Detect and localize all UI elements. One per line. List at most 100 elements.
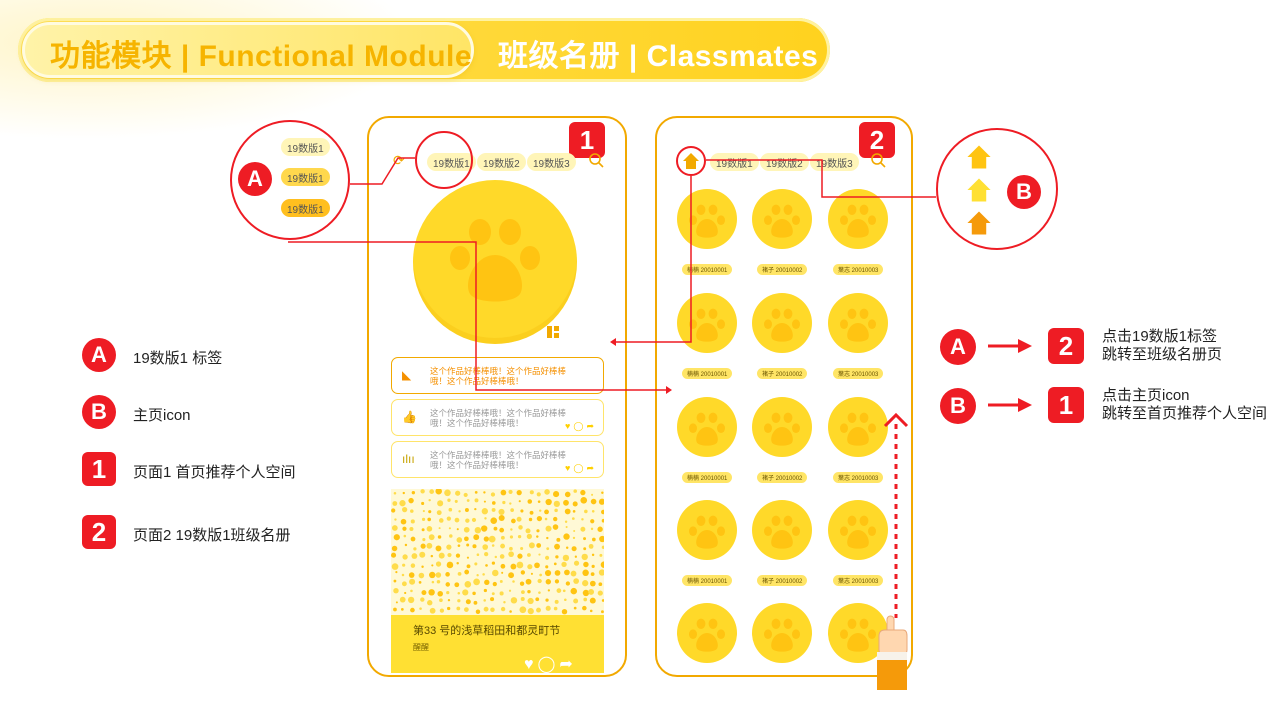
dot <box>545 565 549 569</box>
card-actions-icon[interactable]: ♥◯➦ <box>565 463 597 473</box>
dot <box>500 543 506 549</box>
dot <box>511 518 516 524</box>
dot <box>492 569 499 577</box>
classmate-avatar[interactable] <box>677 293 737 353</box>
classmate-avatar[interactable] <box>828 603 888 663</box>
classmate-avatar[interactable] <box>828 500 888 560</box>
dot <box>527 597 534 605</box>
classmate-avatar[interactable] <box>677 500 737 560</box>
dot <box>591 553 595 557</box>
classmate-avatar[interactable] <box>752 189 812 249</box>
classmate-avatar[interactable] <box>752 293 812 353</box>
classmate-avatar[interactable] <box>677 603 737 663</box>
dot <box>537 500 541 503</box>
header-left-title: 功能模块 | Functional Module <box>50 40 473 73</box>
dot <box>444 489 451 497</box>
dot <box>402 526 407 531</box>
dot <box>435 561 442 567</box>
search-icon[interactable] <box>870 152 886 168</box>
dot <box>437 590 443 597</box>
dot <box>520 509 524 513</box>
dot <box>527 608 534 615</box>
classmate-avatar[interactable] <box>677 397 737 457</box>
dot <box>529 490 534 495</box>
dot <box>573 606 577 610</box>
dot <box>436 580 441 584</box>
dot <box>499 527 505 533</box>
dot <box>464 536 469 542</box>
dot <box>599 535 604 543</box>
callout-a-badge: A <box>238 162 272 196</box>
dot <box>403 534 407 538</box>
classmate-avatar[interactable] <box>752 500 812 560</box>
tab-19-1[interactable]: 19数版1 <box>710 153 759 171</box>
classmate-label: 楠楠 20010001 <box>682 575 733 586</box>
comment-card[interactable]: 👍 这个作品好棒棒哦！这个作品好棒棒哦！这个作品好棒棒哦！ ♥◯➦ <box>391 399 604 436</box>
dotted-banner[interactable] <box>391 489 604 615</box>
dot <box>580 526 586 532</box>
dot <box>520 546 524 551</box>
dot <box>539 573 542 577</box>
paw-icon <box>838 512 878 557</box>
dot <box>465 518 470 523</box>
dot <box>421 528 425 532</box>
classmate-avatar[interactable] <box>752 397 812 457</box>
dot <box>402 563 406 567</box>
classmate-avatar[interactable] <box>828 293 888 353</box>
dot <box>509 546 513 551</box>
dot <box>402 554 408 560</box>
dot <box>499 579 503 583</box>
dot <box>512 580 515 583</box>
classmate-avatar[interactable] <box>752 603 812 663</box>
search-icon[interactable] <box>588 152 604 168</box>
grid-icon[interactable] <box>547 325 559 338</box>
tab-19-2[interactable]: 19数版2 <box>760 153 809 171</box>
dot <box>519 581 525 586</box>
dot <box>463 526 470 533</box>
dot <box>481 508 488 515</box>
dot <box>591 564 595 568</box>
comment-card[interactable]: ◣ 这个作品好棒棒哦！这个作品好棒棒哦！这个作品好棒棒哦！ <box>391 357 604 394</box>
dot <box>446 561 454 569</box>
dot <box>491 544 495 547</box>
dot <box>564 520 568 523</box>
refresh-icon[interactable]: ⟳ <box>393 152 405 168</box>
flow-a-line2: 跳转至班级名册页 <box>1102 346 1223 363</box>
dot <box>474 562 478 566</box>
dot <box>527 499 533 504</box>
classmate-avatar[interactable] <box>677 189 737 249</box>
dot <box>570 587 578 595</box>
dot <box>518 500 521 503</box>
classmate-avatar[interactable] <box>828 189 888 249</box>
dot <box>457 591 461 595</box>
classmate-avatar[interactable] <box>828 397 888 457</box>
dot <box>429 489 435 494</box>
dot <box>438 552 445 559</box>
story-footer[interactable] <box>391 615 604 673</box>
tab-19-3[interactable]: 19数版3 <box>527 153 576 171</box>
dot <box>591 509 595 513</box>
dot <box>392 501 398 506</box>
dot <box>410 607 415 613</box>
tab-19-2[interactable]: 19数版2 <box>477 153 526 171</box>
dot <box>545 598 549 602</box>
home-icon[interactable] <box>682 152 700 170</box>
dot <box>422 538 426 542</box>
dot <box>411 553 418 559</box>
comment-card[interactable]: ılıı 这个作品好棒棒哦！这个作品好棒棒哦！这个作品好棒棒哦！ ♥◯➦ <box>391 441 604 478</box>
paw-icon <box>762 201 802 246</box>
dot <box>491 507 496 512</box>
story-actions-icon[interactable]: ♥◯➦ <box>524 656 577 673</box>
dot <box>473 534 480 541</box>
dot <box>601 518 604 523</box>
card-actions-icon[interactable]: ♥◯➦ <box>565 421 597 431</box>
dot <box>581 553 588 561</box>
dot <box>404 543 408 547</box>
arrow-right-icon <box>988 398 1032 412</box>
comment-text: 这个作品好棒棒哦！这个作品好棒棒哦！这个作品好棒棒哦！ <box>430 449 567 470</box>
dot <box>435 489 442 495</box>
dot <box>544 509 549 515</box>
dot <box>481 525 488 532</box>
arrow-right-icon <box>988 339 1032 353</box>
dot <box>413 547 417 551</box>
